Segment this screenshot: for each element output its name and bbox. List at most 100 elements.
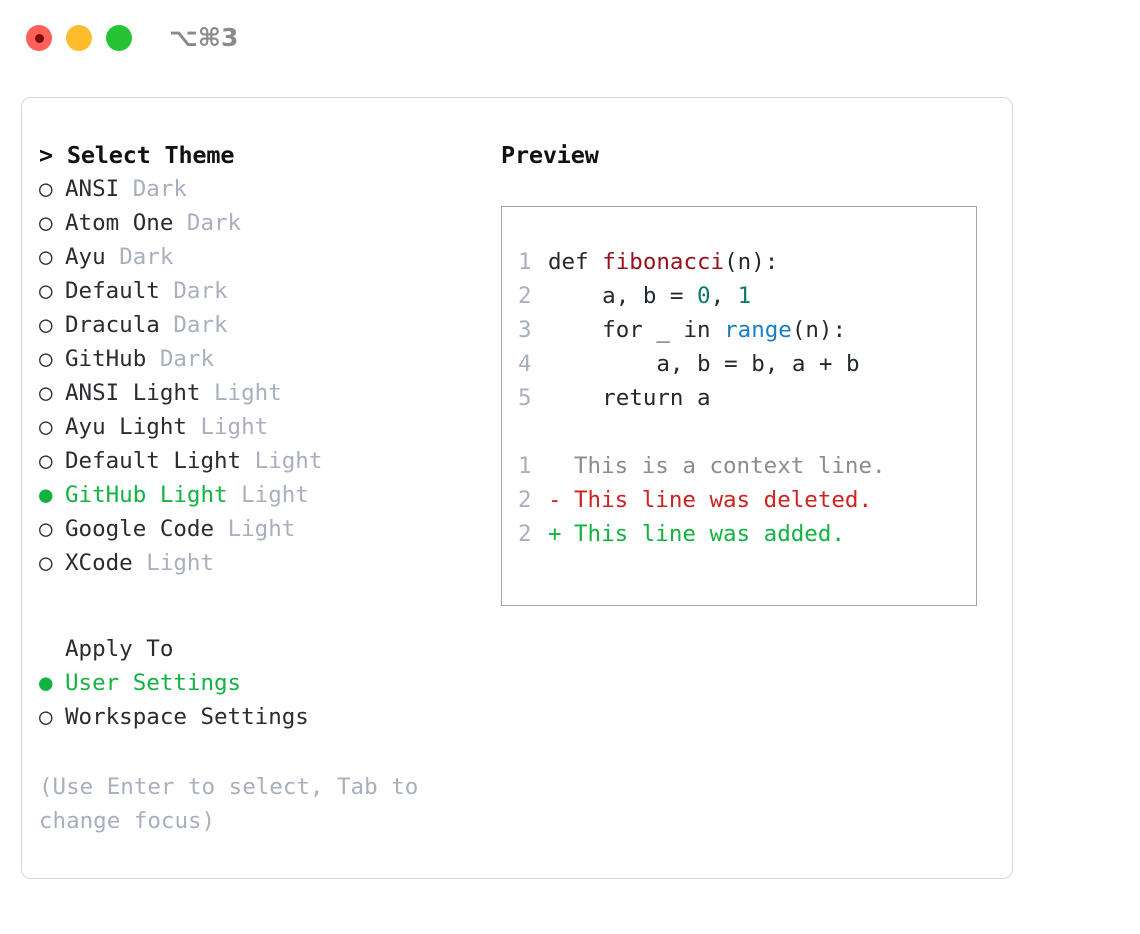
apply-to-heading: Apply To <box>65 636 174 662</box>
theme-option[interactable]: ○ GitHub Dark <box>39 342 469 376</box>
theme-variant-label: Light <box>254 448 323 474</box>
content-panel: > Select Theme ○ANSI Dark○Atom One Dark○… <box>21 97 1013 879</box>
code-token: fibonacci <box>602 249 725 275</box>
code-token: (n): <box>724 249 779 275</box>
theme-picker: > Select Theme ○ANSI Dark○Atom One Dark○… <box>39 138 469 838</box>
theme-option-label: GitHub <box>65 346 160 372</box>
line-number: 4 <box>518 351 532 377</box>
diff-line: 1 This is a context line. <box>518 449 886 483</box>
code-token: 0 <box>697 283 711 309</box>
theme-option-label: ANSI Light <box>65 380 215 406</box>
radio-unselected-icon: ○ <box>39 414 53 440</box>
theme-option-label: GitHub Light <box>65 482 242 508</box>
theme-option-label: Default <box>65 278 174 304</box>
line-number: 3 <box>518 317 532 343</box>
code-token: range <box>724 317 792 343</box>
theme-option[interactable]: ○ Default Light Light <box>39 444 469 478</box>
line-number: 2 <box>518 521 532 547</box>
section-spacer <box>39 580 469 632</box>
theme-variant-label: Light <box>227 516 296 542</box>
code-line: 4 a, b = b, a + b <box>518 347 886 381</box>
theme-option-label: Ayu <box>65 244 120 270</box>
line-number: 1 <box>518 453 532 479</box>
theme-option[interactable]: ○ Ayu Light Light <box>39 410 469 444</box>
theme-option[interactable]: ○ANSI Light Light <box>39 376 469 410</box>
code-line: 5 return a <box>518 381 886 415</box>
theme-variant-label: Dark <box>132 176 187 202</box>
radio-unselected-icon: ○ <box>39 704 53 730</box>
radio-unselected-icon: ○ <box>39 448 53 474</box>
title-bar: ⌥⌘3 <box>0 0 1140 78</box>
diff-line: 2 + This line was added. <box>518 517 886 551</box>
theme-variant-label: Light <box>241 482 309 508</box>
line-number: 1 <box>518 249 532 275</box>
radio-unselected-icon: ○ <box>39 312 53 338</box>
code-token: def <box>548 249 603 275</box>
theme-variant-label: Dark <box>173 278 228 304</box>
theme-option-label: Ayu Light <box>65 414 201 440</box>
theme-variant-label: Dark <box>186 210 242 236</box>
diff-text: This line was added. <box>574 521 845 547</box>
diff-text: This line was deleted. <box>574 487 873 513</box>
line-number: 2 <box>518 487 532 513</box>
code-token: a, b = b, a + b <box>548 351 860 377</box>
hint-text: (Use Enter to select, Tab to change focu… <box>39 774 419 834</box>
radio-selected-icon: ● <box>39 482 53 508</box>
theme-option[interactable]: ○ Atom One Dark <box>39 206 469 240</box>
theme-option[interactable]: ○ANSI Dark <box>39 172 469 206</box>
radio-unselected-icon: ○ <box>39 516 53 542</box>
code-token: return a <box>548 385 711 411</box>
theme-option[interactable]: ○ Google Code Light <box>39 512 469 546</box>
code-token: for _ in <box>548 317 725 343</box>
theme-option-label: Default Light <box>65 448 255 474</box>
code-token: , <box>710 283 738 309</box>
diff-marker: + <box>548 521 562 547</box>
code-token: 1 <box>737 283 752 309</box>
preview-title: Preview <box>501 141 599 169</box>
theme-option-label: ANSI <box>65 176 133 202</box>
radio-unselected-icon: ○ <box>39 244 53 270</box>
close-button[interactable] <box>26 25 52 51</box>
theme-variant-label: Dark <box>119 244 174 270</box>
keyboard-shortcut-label: ⌥⌘3 <box>169 23 239 52</box>
theme-option[interactable]: ● GitHub Light Light <box>39 478 469 512</box>
radio-unselected-icon: ○ <box>39 380 53 406</box>
line-number: 5 <box>518 385 532 411</box>
radio-unselected-icon: ○ <box>39 278 53 304</box>
minimize-button[interactable] <box>66 25 92 51</box>
apply-to-option[interactable]: ●User Settings <box>39 666 469 700</box>
code-diff-spacer <box>518 415 886 449</box>
diff-text: This is a context line. <box>574 453 886 479</box>
theme-option[interactable]: ○ Ayu Dark <box>39 240 469 274</box>
theme-list: ○ANSI Dark○Atom One Dark○Ayu Dark○Defaul… <box>39 172 469 580</box>
theme-option[interactable]: ○XCode Light <box>39 546 469 580</box>
apply-to-heading-indent: ○ <box>39 632 65 666</box>
code-token: a, b = <box>548 283 698 309</box>
radio-unselected-icon: ○ <box>39 550 53 576</box>
code-line: 2 a, b = 0, 1 <box>518 279 886 313</box>
window-controls <box>26 25 132 51</box>
line-number: 2 <box>518 283 532 309</box>
radio-unselected-icon: ○ <box>39 346 53 372</box>
code-token: (n): <box>791 317 847 343</box>
maximize-button[interactable] <box>106 25 132 51</box>
apply-to-option-label: Workspace Settings <box>65 704 309 730</box>
theme-option-label: XCode <box>65 550 147 576</box>
theme-option[interactable]: ○ Default Dark <box>39 274 469 308</box>
theme-option[interactable]: ○Dracula Dark <box>39 308 469 342</box>
apply-to-option[interactable]: ○ Workspace Settings <box>39 700 469 734</box>
apply-to-options: ●User Settings ○ Workspace Settings <box>39 666 469 734</box>
diff-marker: - <box>548 487 562 513</box>
theme-variant-label: Dark <box>159 346 215 372</box>
code-line: 1 def fibonacci(n): <box>518 245 886 279</box>
theme-variant-label: Light <box>200 414 269 440</box>
theme-option-label: Atom One <box>65 210 187 236</box>
radio-unselected-icon: ○ <box>39 210 53 236</box>
theme-option-label: Google Code <box>65 516 228 542</box>
theme-variant-label: Dark <box>173 312 228 338</box>
theme-picker-heading: > Select Theme <box>39 141 235 169</box>
